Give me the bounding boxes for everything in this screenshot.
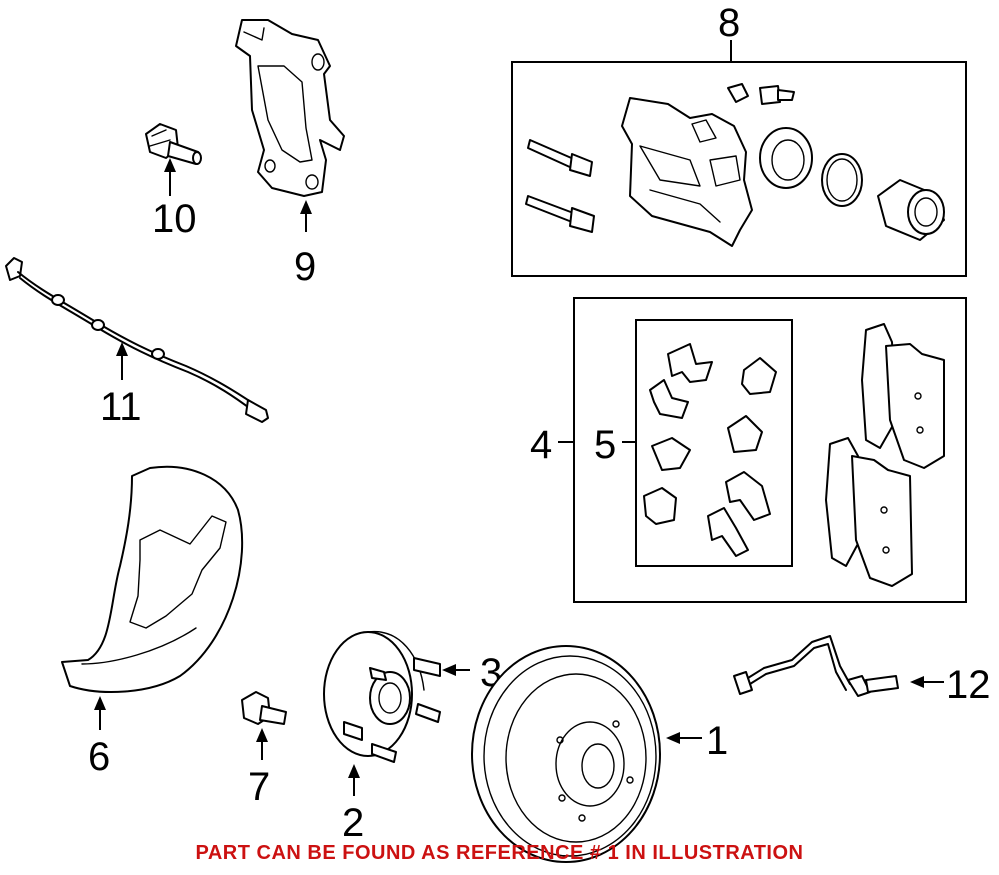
part-5-clips — [643, 343, 777, 557]
part-8-caliper — [525, 83, 945, 247]
callout-11: 11 — [100, 385, 142, 429]
part-6-dust-shield — [61, 465, 244, 693]
part-7-bolt — [241, 691, 287, 725]
part-11-sensor-cable — [5, 257, 269, 423]
callout-10: 10 — [152, 197, 197, 241]
callout-2: 2 — [342, 801, 364, 845]
part-9-caliper-bracket — [235, 19, 345, 197]
callout-5: 5 — [594, 423, 616, 467]
part-10-bolt — [145, 123, 202, 165]
callout-4: 4 — [530, 423, 552, 467]
callout-8: 8 — [718, 1, 740, 45]
part-4-brake-pads — [825, 323, 945, 587]
callout-1: 1 — [706, 719, 728, 763]
part-2-hub — [323, 630, 441, 763]
reference-note: PART CAN BE FOUND AS REFERENCE # 1 IN IL… — [195, 842, 804, 864]
callout-12: 12 — [946, 663, 991, 707]
callout-6: 6 — [88, 735, 110, 779]
callout-7: 7 — [248, 765, 270, 809]
part-4-group-box — [573, 297, 967, 603]
part-12-sensor — [733, 635, 899, 697]
part-8-group-box — [511, 61, 967, 277]
callout-9: 9 — [294, 245, 316, 289]
part-1-rotor — [471, 645, 661, 863]
